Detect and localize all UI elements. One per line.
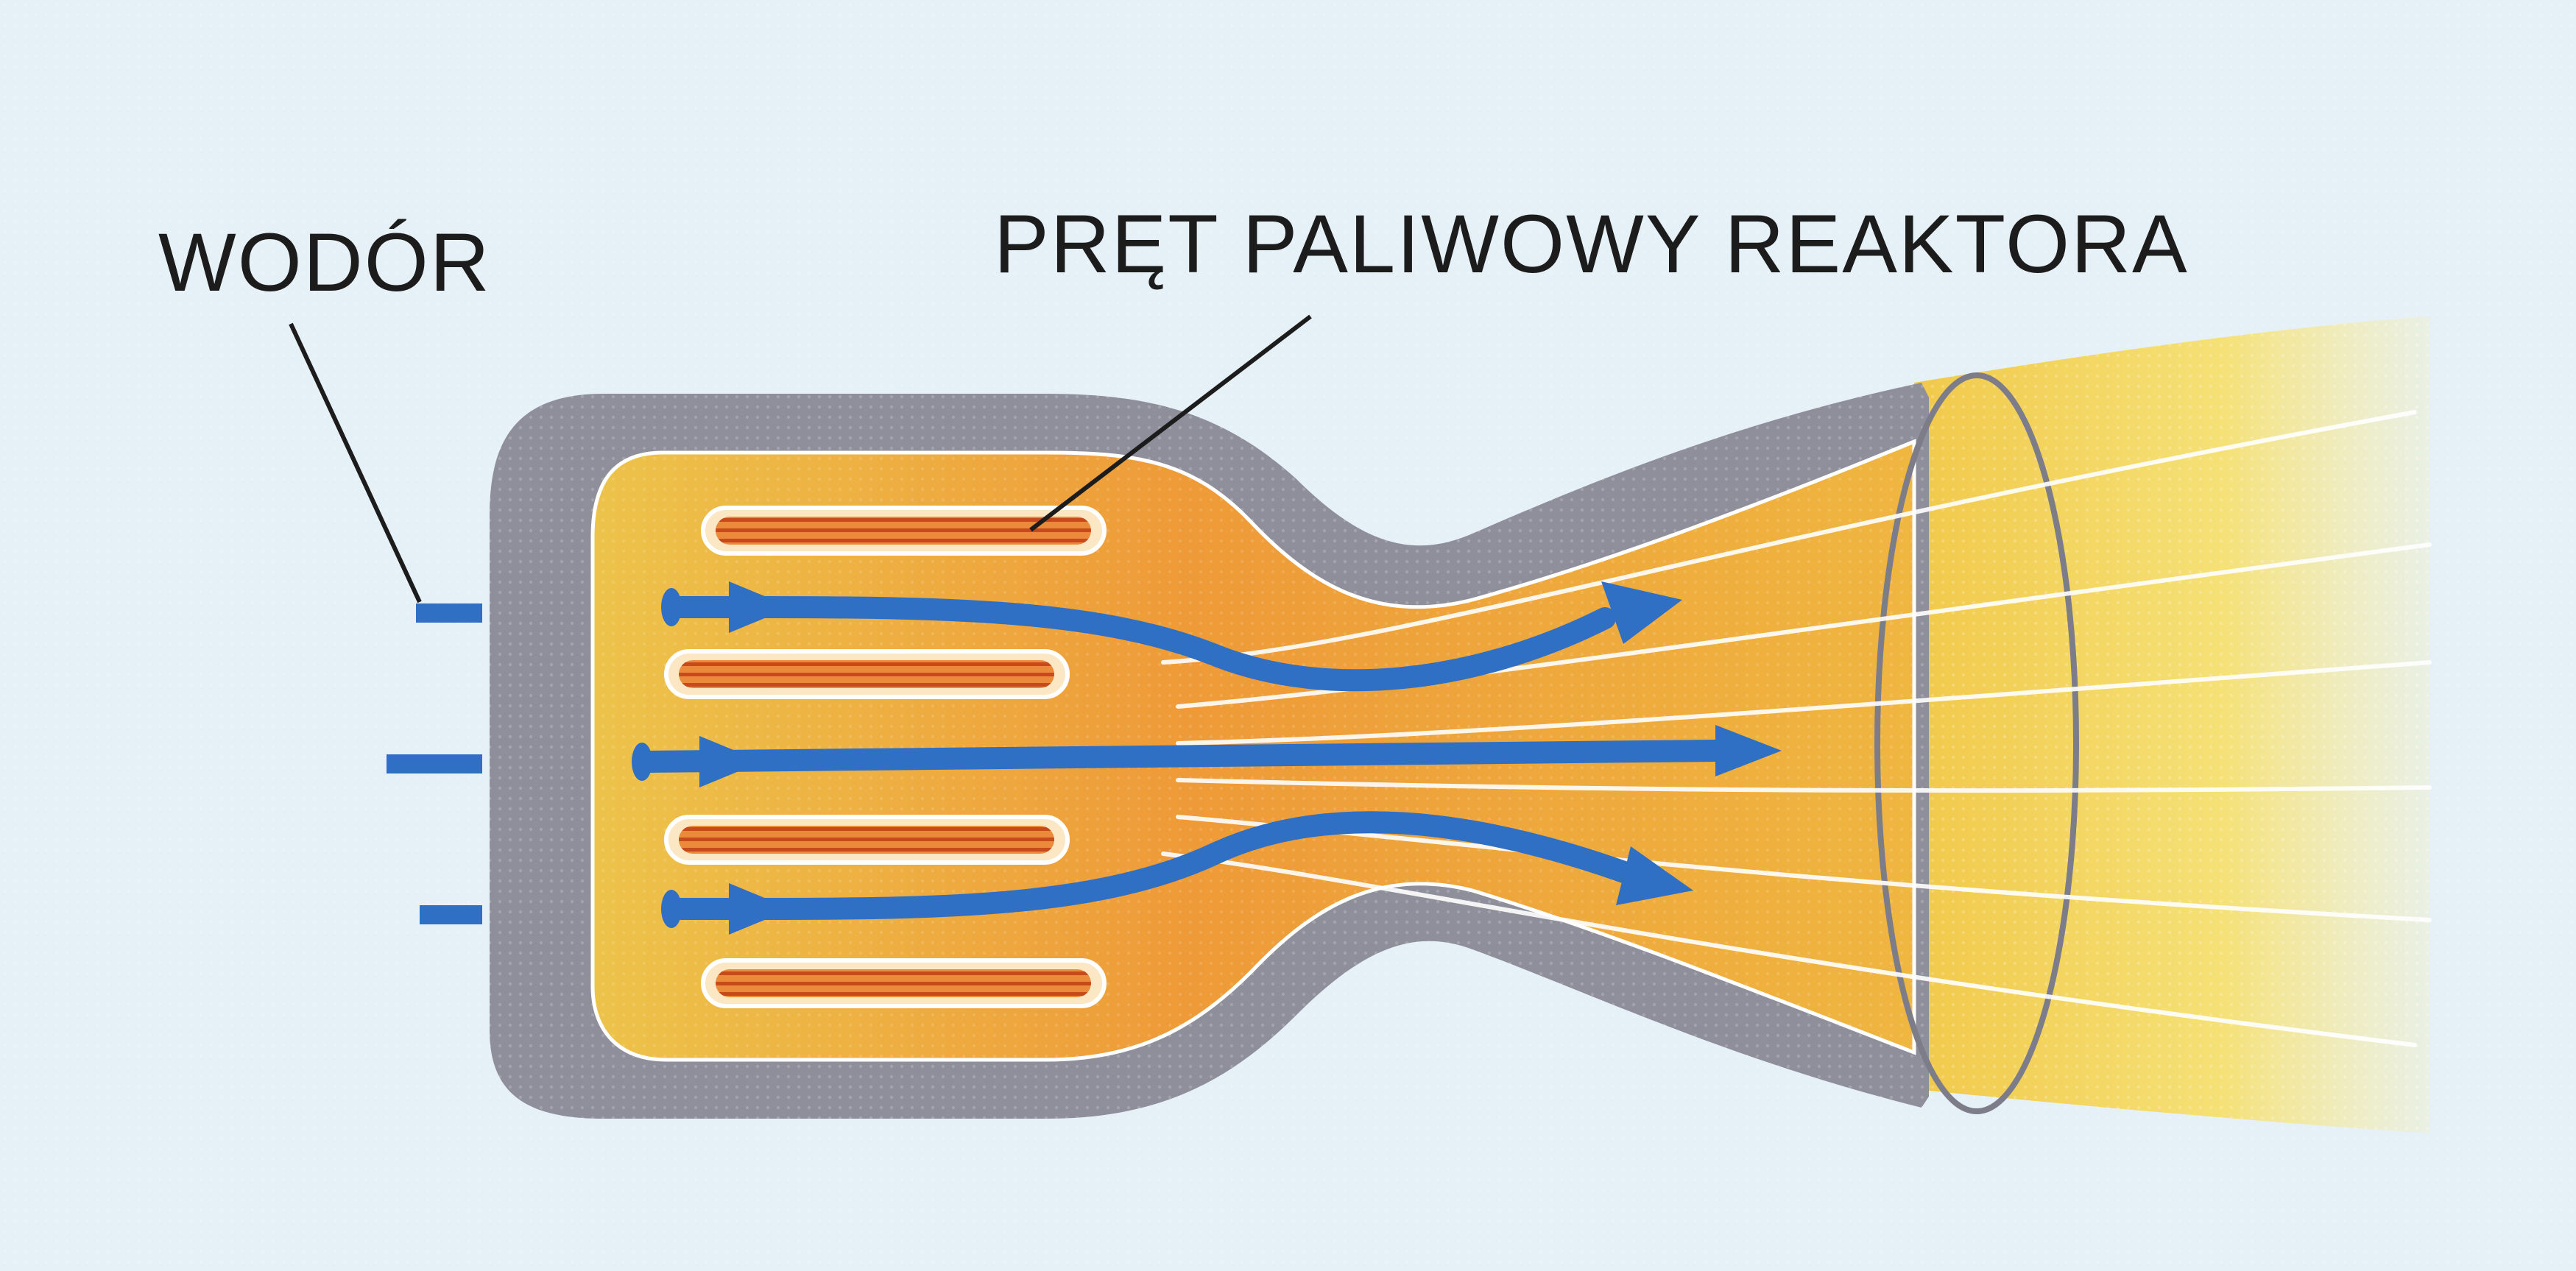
flow-path-middle — [648, 751, 1715, 762]
fuel-rod — [666, 651, 1068, 697]
fuel-rod — [666, 817, 1068, 863]
fuel-rod — [703, 508, 1104, 553]
inlet-pipe-icon — [416, 603, 482, 623]
fuel-rod-label: PRĘT PALIWOWY REAKTORA — [994, 198, 2189, 290]
fuel-rod — [703, 960, 1104, 1006]
hydrogen-label: WODÓR — [158, 216, 491, 308]
inlet-pipe-icon — [420, 905, 482, 924]
exhaust-plume — [1914, 316, 2429, 1133]
inlet-pipe-icon — [387, 754, 482, 773]
